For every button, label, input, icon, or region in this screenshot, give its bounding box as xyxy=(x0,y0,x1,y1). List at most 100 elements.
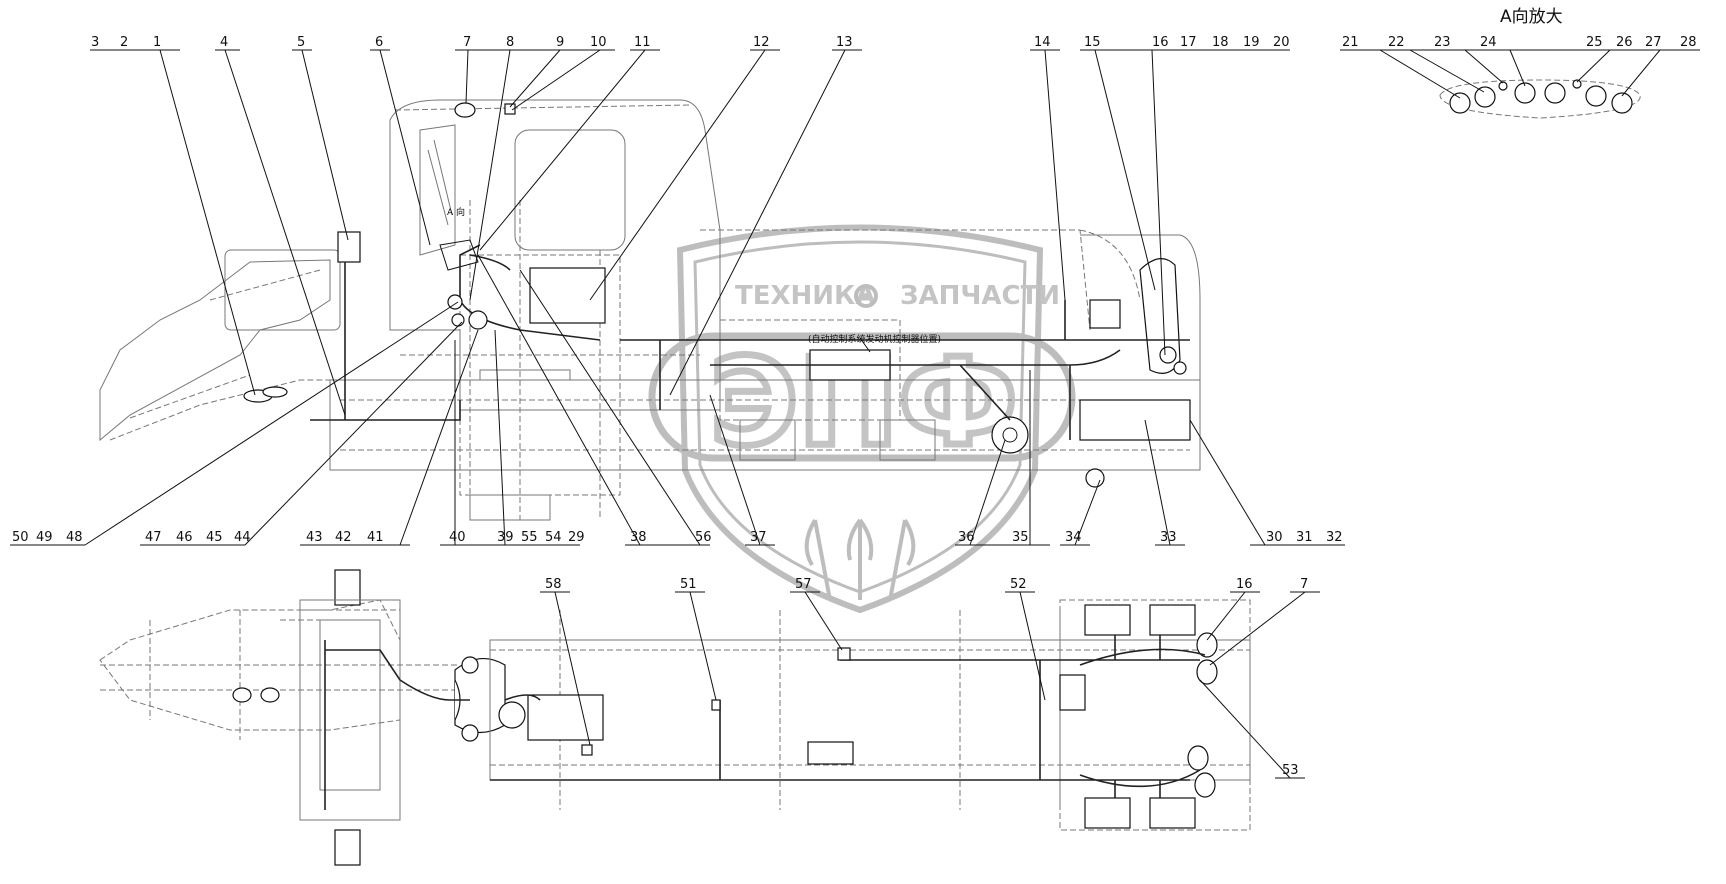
callout-22: 22 xyxy=(1388,35,1405,50)
callout-leaders xyxy=(10,49,1700,779)
callout-20: 20 xyxy=(1273,35,1290,50)
controller-box xyxy=(529,267,606,324)
rear-cover xyxy=(1080,234,1201,470)
callout-17: 17 xyxy=(1180,35,1197,50)
dashboard-panel xyxy=(439,239,479,271)
gauge-2 xyxy=(1474,86,1496,108)
gear-icon xyxy=(854,284,878,308)
callout-47: 47 xyxy=(145,530,162,545)
ground-lamp-right xyxy=(262,386,288,398)
battery-top-right xyxy=(1149,604,1196,636)
starter-plan xyxy=(807,741,854,765)
callout-16-plan: 16 xyxy=(1236,577,1253,592)
callout-1: 1 xyxy=(153,35,161,50)
callout-58: 58 xyxy=(545,577,562,592)
callout-19: 19 xyxy=(1243,35,1260,50)
boom-outline xyxy=(99,259,331,442)
front-tire-top xyxy=(334,569,361,606)
relay-58 xyxy=(581,744,593,756)
controller-box-plan xyxy=(527,694,604,741)
alternator-plan xyxy=(1059,674,1086,711)
callout-44: 44 xyxy=(234,530,251,545)
callout-46: 46 xyxy=(176,530,193,545)
gauge-1 xyxy=(1449,92,1471,114)
callout-50: 50 xyxy=(12,530,29,545)
callout-38: 38 xyxy=(630,530,647,545)
cab-window xyxy=(514,129,626,251)
callout-14: 14 xyxy=(1034,35,1051,50)
callout-27: 27 xyxy=(1645,35,1662,50)
callout-26: 26 xyxy=(1616,35,1633,50)
callout-24: 24 xyxy=(1480,35,1497,50)
rear-lamp-bottom-2 xyxy=(1194,772,1216,798)
steering-unit xyxy=(498,701,526,729)
callout-35: 35 xyxy=(1012,530,1029,545)
callout-18: 18 xyxy=(1212,35,1229,50)
callout-13: 13 xyxy=(836,35,853,50)
callout-48: 48 xyxy=(66,530,83,545)
callout-3: 3 xyxy=(91,35,99,50)
callout-8: 8 xyxy=(506,35,514,50)
callout-11: 11 xyxy=(634,35,651,50)
callout-57: 57 xyxy=(795,577,812,592)
callout-53: 53 xyxy=(1282,763,1299,778)
rear-lamp-top-2 xyxy=(1196,659,1218,685)
gauge-6 xyxy=(1611,92,1633,114)
callout-32: 32 xyxy=(1326,530,1343,545)
callout-43: 43 xyxy=(306,530,323,545)
callout-36: 36 xyxy=(958,530,975,545)
roof-switch xyxy=(504,103,516,115)
windscreen xyxy=(419,124,456,256)
callout-4: 4 xyxy=(220,35,228,50)
articulation-joint xyxy=(454,658,506,734)
sensor xyxy=(1089,299,1121,329)
callout-28: 28 xyxy=(1680,35,1697,50)
wheat-icon xyxy=(804,518,916,601)
front-frame xyxy=(299,599,401,821)
view-a-mark: A 向 xyxy=(447,206,465,218)
instrument-inset: A向放大 xyxy=(1439,7,1641,119)
alternator xyxy=(991,416,1029,454)
rear-lamp-top-1 xyxy=(1196,632,1218,658)
callout-42: 42 xyxy=(335,530,352,545)
inset-callouts: 21 22 23 24 25 26 27 28 xyxy=(1342,35,1697,50)
indicator-1 xyxy=(1498,81,1508,91)
callout-37: 37 xyxy=(750,530,767,545)
top-callouts: 3 2 1 4 5 6 7 8 9 10 11 12 13 14 15 16 1… xyxy=(91,35,1290,50)
callout-45: 45 xyxy=(206,530,223,545)
callout-49: 49 xyxy=(36,530,53,545)
callout-54: 54 xyxy=(545,530,562,545)
rear-lamp xyxy=(1139,258,1181,374)
inset-title: A向放大 xyxy=(1500,7,1563,27)
rear-frame xyxy=(489,639,1251,781)
watermark-logo-frame xyxy=(648,332,1076,462)
callout-51: 51 xyxy=(680,577,697,592)
battery-bottom-left xyxy=(1084,797,1131,829)
front-lamp-left xyxy=(232,687,252,703)
callout-12: 12 xyxy=(753,35,770,50)
watermark-right-word: ЗАПЧАСТИ xyxy=(900,281,1060,311)
callout-10: 10 xyxy=(590,35,607,50)
controller-note: (自动控制系统发动机控制器位置) xyxy=(808,333,941,345)
callout-9: 9 xyxy=(556,35,564,50)
callout-40: 40 xyxy=(449,530,466,545)
gauge-4 xyxy=(1544,82,1566,104)
callout-55: 55 xyxy=(521,530,538,545)
gauge-5 xyxy=(1585,85,1607,107)
front-lamp-right xyxy=(260,687,280,703)
callout-29: 29 xyxy=(568,530,585,545)
callout-21: 21 xyxy=(1342,35,1359,50)
indicator-2 xyxy=(1572,79,1582,89)
callout-30: 30 xyxy=(1266,530,1283,545)
callout-7-plan: 7 xyxy=(1300,577,1308,592)
battery-top-left xyxy=(1084,604,1131,636)
callout-2: 2 xyxy=(120,35,128,50)
work-lamp xyxy=(337,231,361,263)
battery-bottom-right xyxy=(1149,797,1196,829)
callout-39: 39 xyxy=(497,530,514,545)
connector-51 xyxy=(711,699,721,711)
horn xyxy=(1085,468,1105,488)
front-tire-bottom xyxy=(334,829,361,866)
